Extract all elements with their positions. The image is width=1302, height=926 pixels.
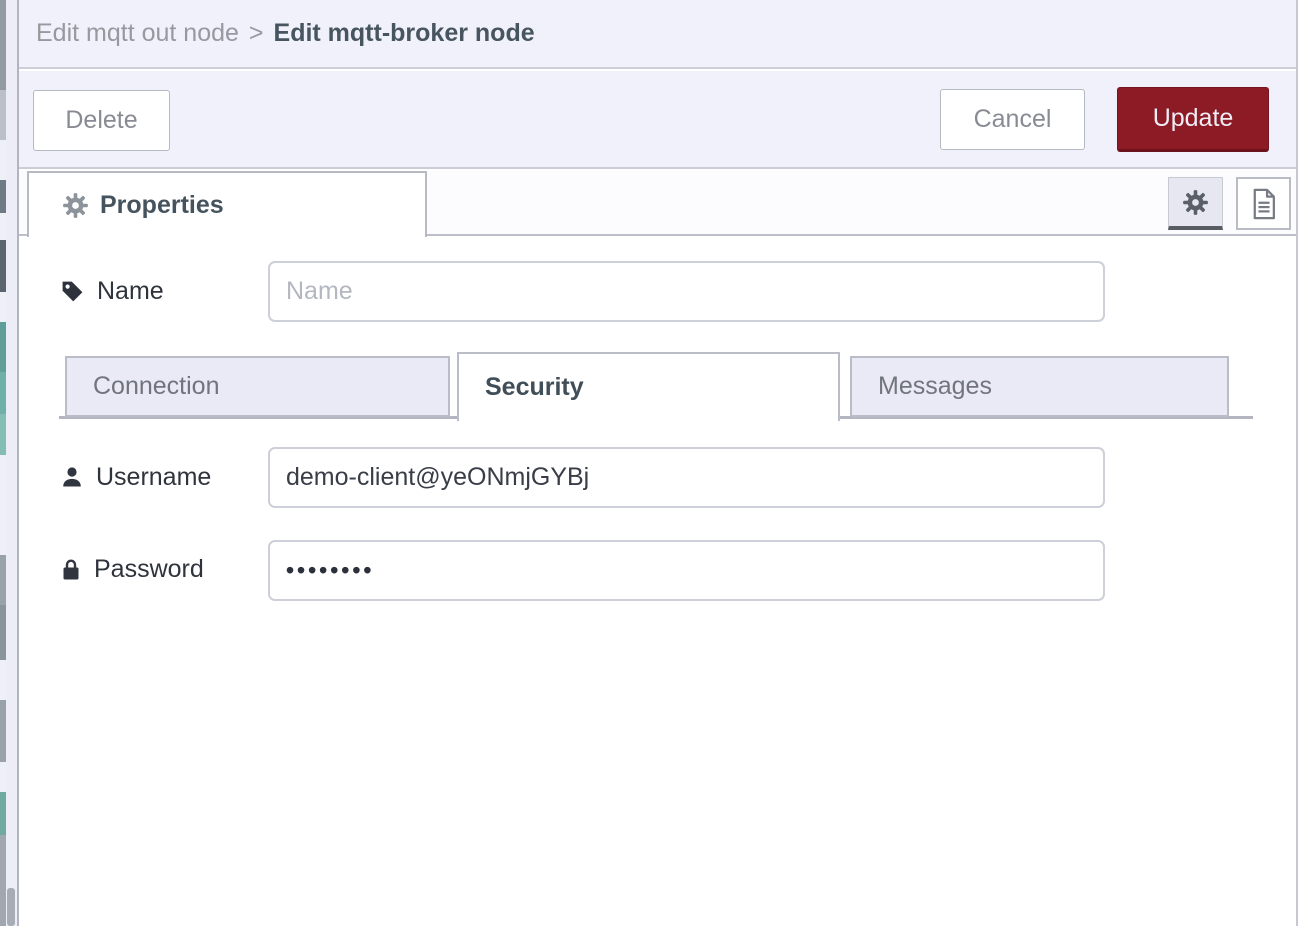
workspace-node-fragment xyxy=(0,0,6,90)
workspace-background-strip xyxy=(0,0,6,926)
workspace-node-fragment xyxy=(0,835,6,926)
workspace-node-fragment xyxy=(0,414,6,455)
password-label-text: Password xyxy=(94,554,204,583)
edit-broker-dialog: Edit mqtt out node > Edit mqtt-broker no… xyxy=(19,0,1296,926)
file-doc-icon xyxy=(1253,188,1275,219)
delete-button[interactable]: Delete xyxy=(33,90,170,151)
workspace-node-fragment xyxy=(0,90,6,140)
node-settings-button[interactable] xyxy=(1168,177,1223,230)
workspace-node-fragment xyxy=(0,180,6,213)
dialog-toolbar: Delete Cancel Update xyxy=(19,71,1296,169)
editor-tabbar-border xyxy=(19,234,1296,236)
tab-connection[interactable]: Connection xyxy=(65,356,450,417)
workspace-node-fragment xyxy=(0,322,6,372)
name-label: Name xyxy=(60,275,164,307)
tray-edge xyxy=(6,0,17,926)
password-input[interactable] xyxy=(268,540,1105,601)
tab-security[interactable]: Security xyxy=(457,352,840,421)
gear-icon xyxy=(1183,189,1208,215)
lock-icon xyxy=(63,559,79,579)
workspace-node-fragment xyxy=(0,240,6,292)
update-button[interactable]: Update xyxy=(1117,87,1269,152)
user-icon xyxy=(63,467,81,487)
name-label-text: Name xyxy=(97,276,164,305)
username-label: Username xyxy=(60,461,211,493)
tag-icon xyxy=(62,281,83,301)
dialog-header: Edit mqtt out node > Edit mqtt-broker no… xyxy=(19,0,1296,69)
breadcrumb-current: Edit mqtt-broker node xyxy=(273,19,535,47)
name-input[interactable] xyxy=(268,261,1105,322)
workspace-node-fragment xyxy=(0,700,6,762)
cog-icon xyxy=(63,192,88,218)
dialog-right-border xyxy=(1296,0,1298,926)
username-label-text: Username xyxy=(96,462,212,491)
node-description-button[interactable] xyxy=(1236,177,1291,230)
breadcrumb-separator: > xyxy=(248,19,264,47)
tab-properties-label: Properties xyxy=(100,190,224,219)
scrollbar-thumb[interactable] xyxy=(7,888,15,926)
cancel-button[interactable]: Cancel xyxy=(940,89,1085,150)
tab-properties[interactable]: Properties xyxy=(27,171,427,237)
workspace-node-fragment xyxy=(0,792,6,835)
username-input[interactable] xyxy=(268,447,1105,508)
workspace-node-fragment xyxy=(0,372,6,414)
workspace-node-fragment xyxy=(0,605,6,660)
workspace-node-fragment xyxy=(0,555,6,605)
breadcrumb-parent[interactable]: Edit mqtt out node xyxy=(36,19,239,47)
tab-messages[interactable]: Messages xyxy=(850,356,1229,417)
tray-left-border xyxy=(17,0,19,926)
password-label: Password xyxy=(60,553,204,585)
